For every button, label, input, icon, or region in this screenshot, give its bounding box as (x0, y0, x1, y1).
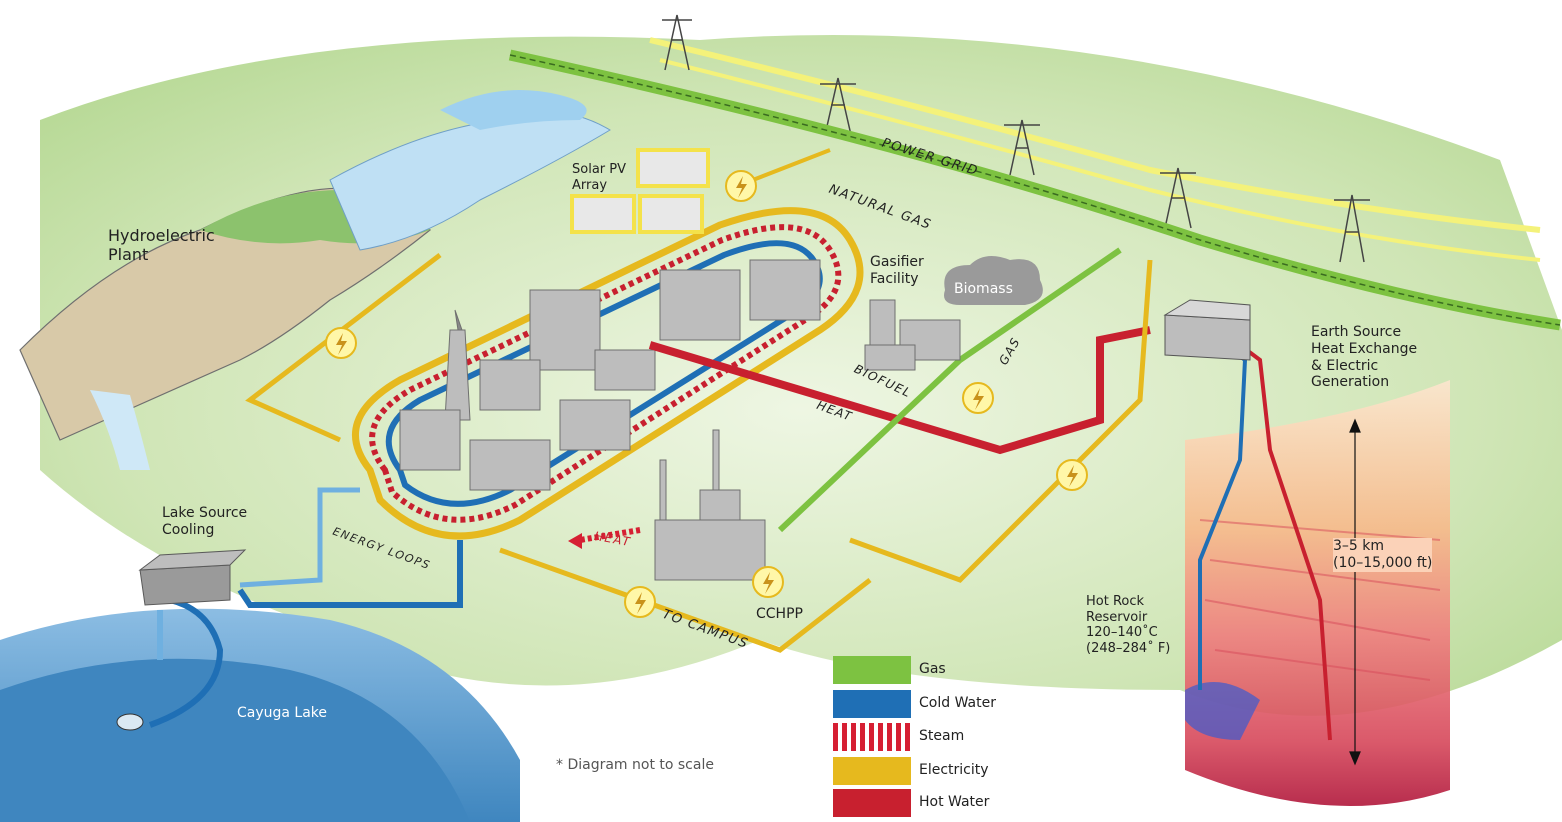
legend-label: Cold Water (919, 695, 996, 711)
biomass-cloud (944, 256, 1043, 305)
lake-cooling-building (138, 549, 247, 606)
gasifier-building (864, 299, 961, 371)
legend-swatch-cold-water (833, 690, 911, 718)
solar-panel-icon (570, 148, 710, 234)
lightning-icon (725, 170, 757, 202)
cold-water-to-campus (237, 540, 463, 608)
hydroelectric-plant-label: Hydroelectric Plant (108, 226, 215, 265)
legend-swatch-steam (833, 723, 911, 751)
hot-rock-label: Hot Rock Reservoir 120–140˚C (248–284˚ F… (1086, 594, 1171, 656)
depth-arrow (1349, 418, 1361, 766)
legend-swatch-gas (833, 656, 911, 684)
legend-label: Gas (919, 661, 946, 677)
depth-label: 3–5 km (10–15,000 ft) (1333, 538, 1433, 572)
scale-note: * Diagram not to scale (556, 757, 714, 773)
electric-pipe-right (849, 259, 1153, 583)
river (329, 111, 611, 251)
lightning-icon (752, 566, 784, 598)
river-upper (440, 90, 587, 130)
biomass-label: Biomass (954, 281, 1013, 297)
lightning-icon (325, 327, 357, 359)
light-water-pipe (239, 487, 360, 588)
legend-label: Steam (919, 728, 965, 744)
steam-arrow (579, 527, 641, 543)
lake-cooling-label: Lake Source Cooling (162, 505, 248, 538)
lake-intake (116, 713, 144, 731)
cliff (19, 187, 432, 441)
power-line-1 (649, 37, 1541, 233)
solar-pv-label: Solar PV Array (572, 162, 626, 193)
gasifier-label: Gasifier Facility (870, 254, 924, 287)
earth-source-building (1163, 299, 1251, 361)
earth-source-label: Earth Source Heat Exchange & Electric Ge… (1311, 324, 1418, 391)
building-icon (399, 259, 821, 491)
legend-swatch-hot-water (833, 789, 911, 817)
lightning-icon (962, 382, 994, 414)
legend-label: Hot Water (919, 794, 990, 810)
legend-label: Electricity (919, 762, 989, 778)
electric-to-campus (499, 547, 872, 653)
hot-water-well (1238, 343, 1332, 741)
reservoir-cold-blob (1185, 682, 1260, 740)
waterfall (90, 390, 150, 470)
lightning-icon (624, 586, 656, 618)
electric-pipe-left (245, 253, 442, 443)
legend-swatch-electricity (833, 757, 911, 785)
cayuga-lake-label: Cayuga Lake (237, 705, 328, 721)
power-line-2 (659, 58, 1541, 262)
cold-water-lake-pipe (148, 597, 224, 728)
hot-water-pipe (648, 326, 1151, 455)
transmission-tower-icon (662, 14, 1370, 263)
cchpp-building (654, 429, 766, 581)
lightning-icon (1056, 459, 1088, 491)
cchpp-label: CCHPP (756, 606, 803, 622)
